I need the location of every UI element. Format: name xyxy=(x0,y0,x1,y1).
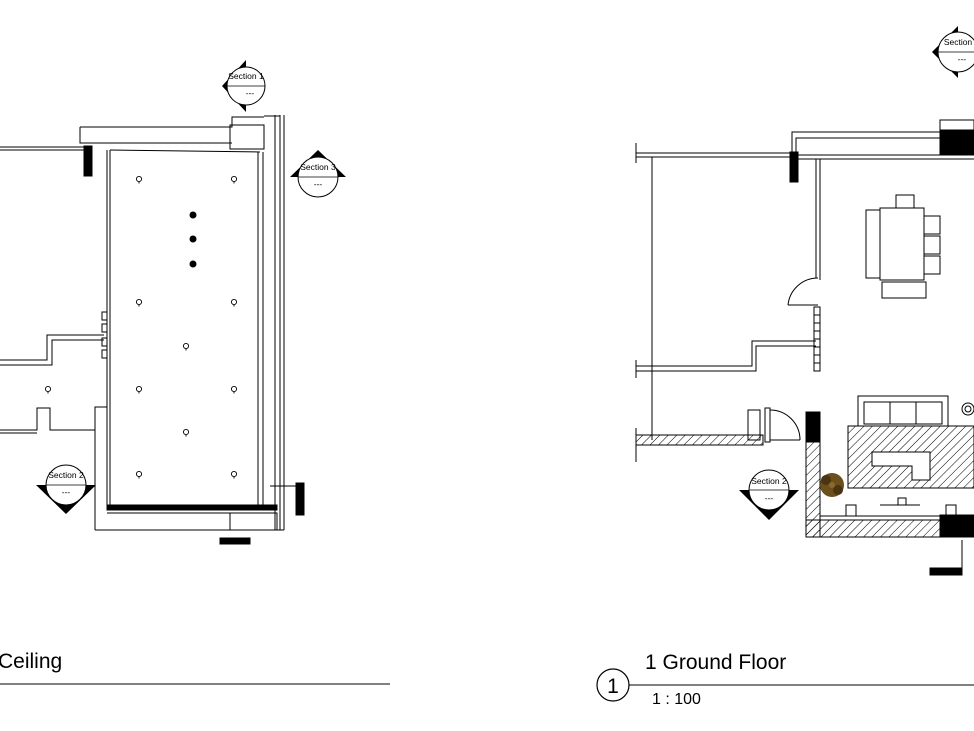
ceiling-light-icon xyxy=(182,428,190,437)
ground-floor-plan xyxy=(635,119,974,576)
section-tag-3-left[interactable]: Section 3 --- xyxy=(290,150,346,198)
ceiling-light-icon xyxy=(230,298,238,307)
ceiling-light-icon xyxy=(230,470,238,479)
section-tag-ref: --- xyxy=(62,487,71,497)
ceiling-plan xyxy=(0,115,305,545)
view-scale: 1 : 100 xyxy=(652,691,701,708)
ceiling-lights xyxy=(44,175,238,479)
section-tag-ref: --- xyxy=(246,88,255,98)
section-tag-ref: --- xyxy=(958,54,967,64)
section-tag-label: Section 2 xyxy=(48,470,84,480)
section-tag-1-right[interactable]: Section --- xyxy=(932,26,974,78)
section-tag-label: Section 1 xyxy=(228,71,264,81)
section-tag-label: Section xyxy=(944,37,973,47)
view-title: 1 Ground Floor xyxy=(645,651,786,674)
section-tag-2-right[interactable]: Section 2 --- xyxy=(739,469,799,520)
pendant-light-icon xyxy=(189,235,197,243)
ceiling-light-icon xyxy=(230,385,238,394)
ceiling-view-title: Ceiling xyxy=(0,650,390,685)
section-tag-ref: --- xyxy=(314,179,323,189)
ceiling-light-icon xyxy=(44,385,52,394)
ceiling-light-icon xyxy=(135,385,143,394)
view-title: Ceiling xyxy=(0,650,62,673)
pendant-light-icon xyxy=(189,211,197,219)
ceiling-light-icon xyxy=(135,175,143,184)
section-tag-label: Section 3 xyxy=(300,162,336,172)
view-number: 1 xyxy=(607,675,619,698)
section-tag-ref: --- xyxy=(765,493,774,503)
ground-floor-view-title: 1 1 Ground Floor 1 : 100 xyxy=(596,651,974,708)
ceiling-light-icon xyxy=(135,470,143,479)
ceiling-light-icon xyxy=(230,175,238,184)
potted-plant-icon xyxy=(820,473,844,497)
pendant-light-icon xyxy=(189,260,197,268)
section-tag-label: Section 2 xyxy=(751,476,787,486)
section-tag-1-left[interactable]: Section 1 --- xyxy=(222,60,266,112)
section-tag-2-left[interactable]: Section 2 --- xyxy=(36,464,96,514)
ceiling-light-icon xyxy=(182,342,190,351)
ceiling-light-icon xyxy=(135,298,143,307)
